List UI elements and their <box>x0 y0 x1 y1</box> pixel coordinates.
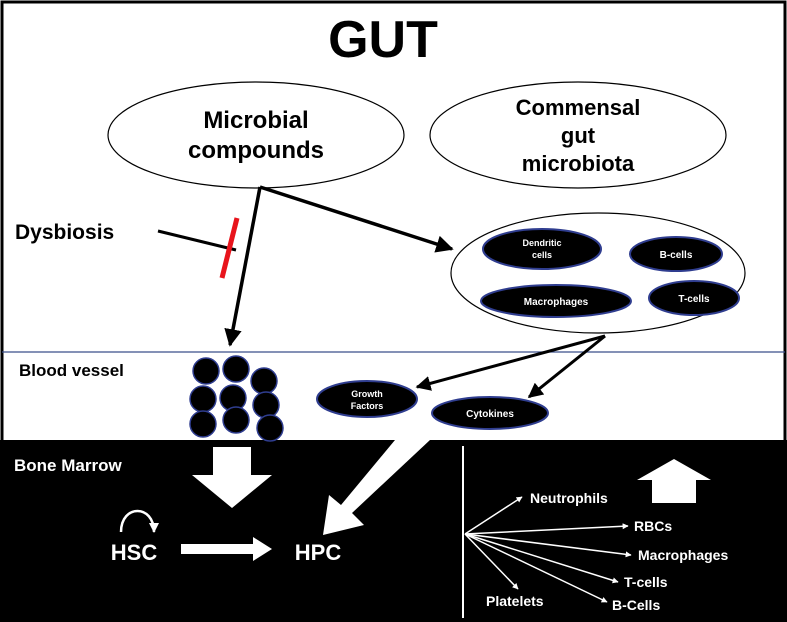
blood-cell <box>222 355 250 383</box>
b-cells-label: B-cells <box>660 250 693 261</box>
neutrophils-label: Neutrophils <box>530 490 608 506</box>
hsc-to-hpc-arrow <box>181 537 272 561</box>
blood-cell <box>192 357 220 385</box>
dysbiosis-pointer <box>157 229 237 252</box>
t-cells-output-label: T-cells <box>624 574 668 590</box>
blood-cell <box>189 385 217 413</box>
commensal-line1: Commensal <box>516 95 641 120</box>
blood-cell <box>250 367 278 395</box>
arrow-to-rbcs <box>464 523 629 535</box>
t-cells-label: T-cells <box>678 294 710 305</box>
dendritic-cells-cell <box>482 228 602 270</box>
arrow-to-t-cells <box>464 533 619 584</box>
commensal-microbiota-ellipse <box>429 81 727 189</box>
blood-cells <box>189 355 284 442</box>
blood-cell <box>189 410 217 438</box>
macrophages-label: Macrophages <box>524 297 589 308</box>
hpc-label: HPC <box>295 540 342 565</box>
arrow-to-immune-cells <box>259 185 454 253</box>
arrow-to-platelets <box>464 533 519 590</box>
b-cells-output-label: B-Cells <box>612 597 660 613</box>
diagram-title: GUT <box>328 11 438 69</box>
platelets-label: Platelets <box>486 593 544 609</box>
differentiation-arrows <box>464 496 632 603</box>
macrophages-cell <box>480 284 632 318</box>
growth-factors-cell <box>316 380 418 418</box>
blood-cell <box>222 406 250 434</box>
arrow-to-macrophages <box>464 533 632 558</box>
microbial-compounds-ellipse <box>107 81 405 189</box>
cytokines-label: Cytokines <box>466 409 514 420</box>
t-cells-cell <box>648 280 740 316</box>
dendritic-label-line1: Dendritic <box>522 238 561 248</box>
up-arrow-to-blood <box>637 459 711 503</box>
microbial-compounds-line2: compounds <box>188 137 324 164</box>
cytokines-cell <box>431 396 549 430</box>
hsc-label: HSC <box>111 540 158 565</box>
arrow-to-blood <box>224 186 262 347</box>
down-arrow-from-blood <box>192 447 272 508</box>
self-renewal-loop-arrow <box>119 509 159 533</box>
blood-cell <box>252 391 280 419</box>
macrophages-output-label: Macrophages <box>638 547 728 563</box>
diagonal-arrow-to-hpc <box>323 440 430 535</box>
growth-factors-line1: Growth <box>351 389 383 399</box>
arrow-to-growth-factors <box>415 334 606 391</box>
bone-marrow-label: Bone Marrow <box>14 456 122 475</box>
commensal-line3: microbiota <box>522 151 635 176</box>
growth-factors-line2: Factors <box>351 401 384 411</box>
arrow-to-b-cells <box>464 533 608 603</box>
blood-cell <box>256 414 284 442</box>
arrow-to-neutrophils <box>464 496 523 535</box>
microbial-compounds-line1: Microbial <box>203 107 308 134</box>
blood-vessel-label: Blood vessel <box>19 361 124 380</box>
b-cells-cell <box>629 236 723 272</box>
dysbiosis-label: Dysbiosis <box>15 221 114 244</box>
rbcs-label: RBCs <box>634 518 672 534</box>
arrow-to-cytokines <box>527 334 606 399</box>
dysbiosis-block-bar <box>219 217 240 279</box>
commensal-line2: gut <box>561 123 596 148</box>
dendritic-label-line2: cells <box>532 250 552 260</box>
